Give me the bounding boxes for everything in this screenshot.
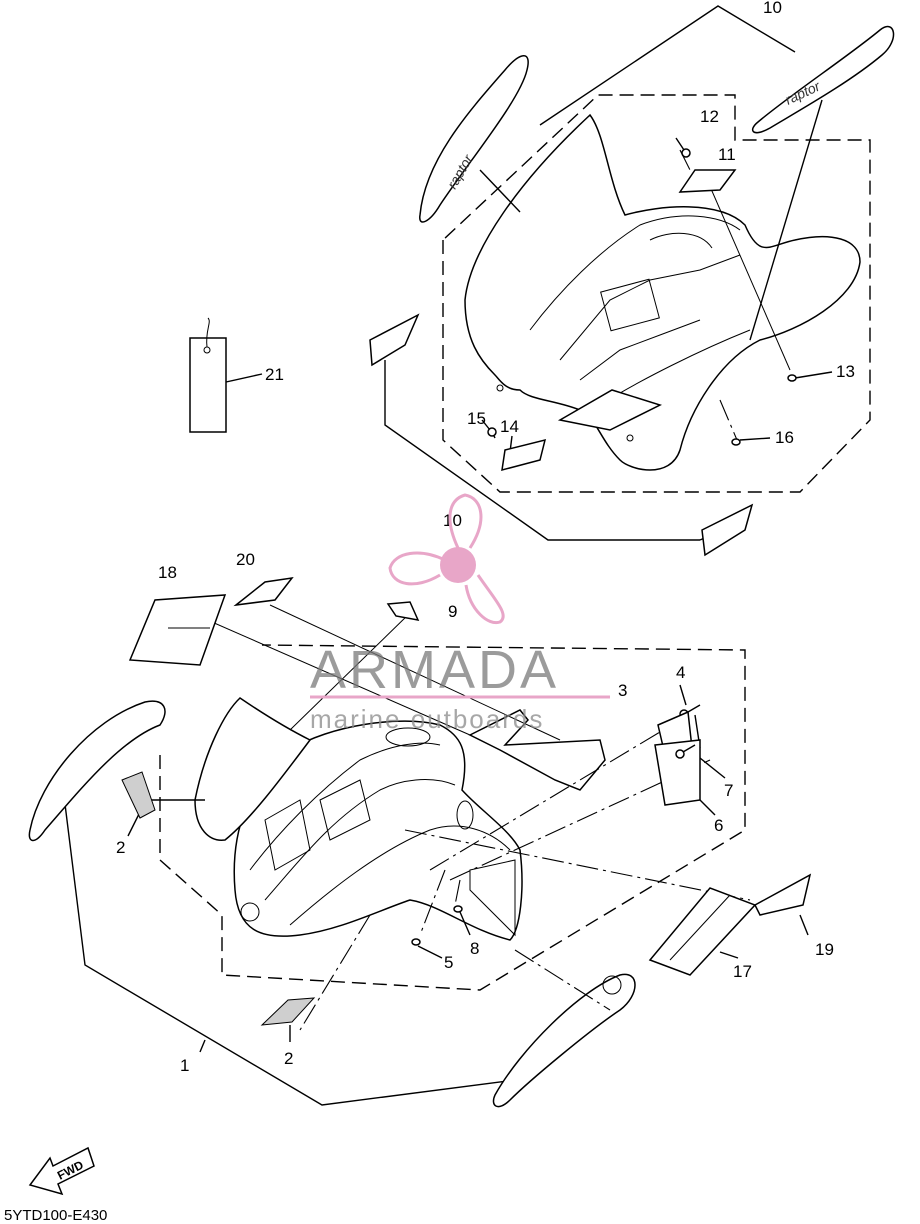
callout-8: 8 [470,939,479,958]
callout-9: 9 [448,602,457,621]
watermark-tagline: marine outboards [310,704,544,734]
callout-7: 7 [724,781,733,800]
front-fender-group [28,576,812,1108]
decal-10-right: raptor [751,25,895,134]
fwd-arrow-icon: FWD [28,1146,95,1196]
washer-17 [731,438,741,446]
callout-labels: 10 12 11 21 13 15 14 16 10 18 20 9 4 3 7… [116,0,855,1075]
decal-10-left: raptor [419,55,529,223]
diagram-code: 5YTD100-E430 [4,1207,107,1224]
front-fender [194,697,606,941]
propeller-logo-icon [388,493,505,625]
decal-20 [754,873,812,916]
washer-8 [453,905,463,913]
decal-1-left [28,700,166,842]
callout-17: 16 [775,428,794,447]
decal-21 [233,576,294,607]
rear-fender-group: raptor raptor [189,5,895,557]
decal-1-right [492,973,636,1108]
callout-12: 11 [718,145,736,164]
callout-19: 18 [158,563,177,582]
callout-21: 20 [236,550,255,569]
callout-11: 10 [443,511,462,530]
callout-10: 10 [763,0,782,17]
label-15 [501,438,547,472]
callout-22: 21 [265,365,284,384]
washer-14 [787,374,797,382]
screw-13 [675,137,691,158]
tag-22 [189,317,263,433]
decal-11c [701,503,754,557]
plate-6 [654,739,701,806]
callout-20: 19 [815,940,834,959]
screw-16 [481,419,497,437]
callout-15: 14 [500,417,519,436]
callout-5: 5 [444,953,453,972]
callout-18: 17 [733,962,752,981]
reflector-2-upper [121,771,156,819]
decal-11b [557,389,662,431]
watermark-brand: ARMADA [310,640,559,700]
callout-2-lower: 2 [284,1049,293,1068]
callout-14: 13 [836,362,855,381]
callout-13: 12 [700,107,719,126]
reflector-2-lower [260,997,316,1026]
callout-4: 4 [676,663,685,682]
callout-16: 15 [467,409,486,428]
callout-6: 6 [714,816,723,835]
armada-watermark: ARMADA marine outboards [310,493,610,734]
rear-fender [464,113,861,471]
callout-3: 3 [618,681,627,700]
callout-1: 1 [180,1056,189,1075]
callout-2-upper: 2 [116,838,125,857]
decal-19 [128,594,227,666]
grommet-7 [675,744,696,759]
decal-11a [369,313,420,367]
decal-9 [386,601,420,621]
washer-5 [411,938,421,946]
label-12 [678,169,737,193]
